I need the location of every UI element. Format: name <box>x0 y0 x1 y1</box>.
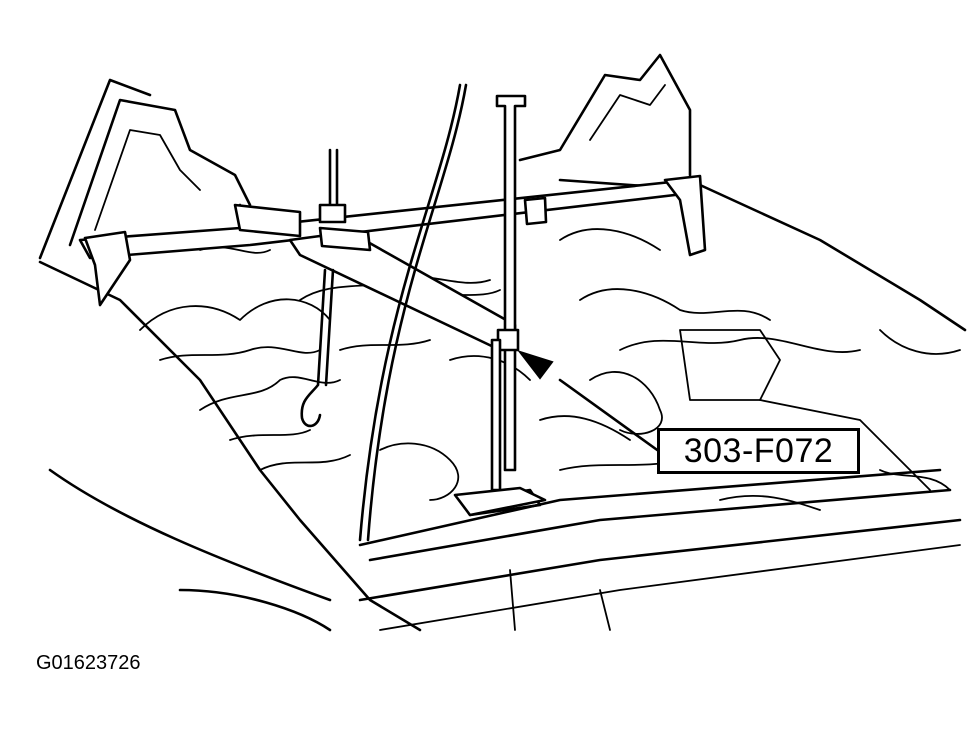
hood-right <box>518 53 692 177</box>
callout-leader <box>517 350 662 454</box>
figure-id-label: G01623726 <box>36 652 141 674</box>
tool-number-label: 303-F072 <box>683 431 834 470</box>
tool-callout-box: 303-F072 <box>657 428 860 474</box>
radiator-support <box>358 468 962 631</box>
open-hood <box>38 78 252 260</box>
engine-support-tool <box>78 83 707 542</box>
